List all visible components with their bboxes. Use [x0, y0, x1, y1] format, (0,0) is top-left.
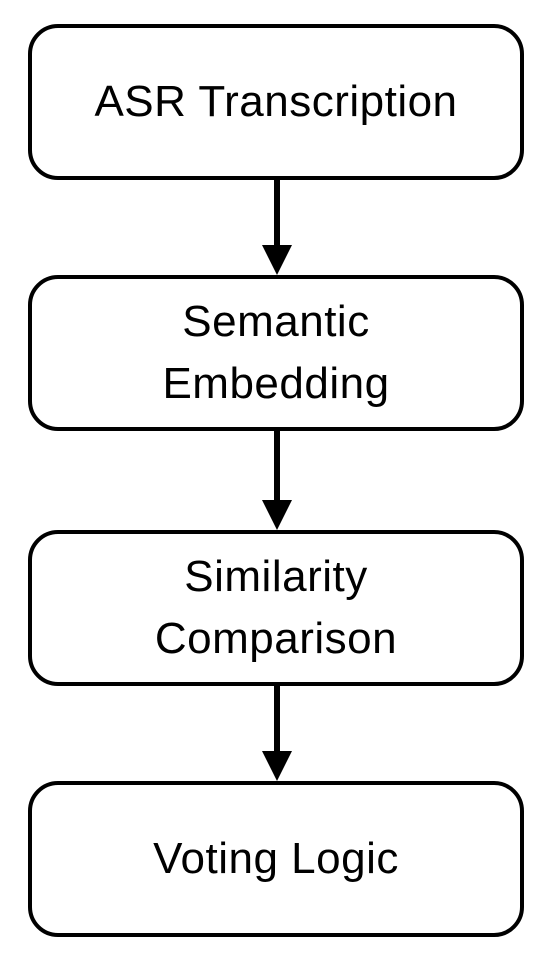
step-box-semantic-embedding: Semantic Embedding [28, 275, 524, 431]
flow-arrow-1 [262, 180, 292, 275]
arrow-shaft [274, 180, 280, 246]
arrow-shaft [274, 686, 280, 752]
flow-arrow-2 [262, 431, 292, 530]
step-label-similarity-comparison: Similarity Comparison [154, 552, 398, 663]
arrow-shaft [274, 431, 280, 501]
step-label-asr-transcription: ASR Transcription [94, 77, 458, 126]
arrow-head-down-icon [262, 500, 292, 530]
step-box-similarity-comparison: Similarity Comparison [28, 530, 524, 686]
step-label-voting-logic: Voting Logic [153, 834, 399, 883]
step-box-voting-logic: Voting Logic [28, 781, 524, 937]
flow-arrow-3 [262, 686, 292, 781]
step-label-semantic-embedding: Semantic Embedding [162, 297, 390, 408]
step-box-asr-transcription: ASR Transcription [28, 24, 524, 180]
arrow-head-down-icon [262, 751, 292, 781]
arrow-head-down-icon [262, 245, 292, 275]
